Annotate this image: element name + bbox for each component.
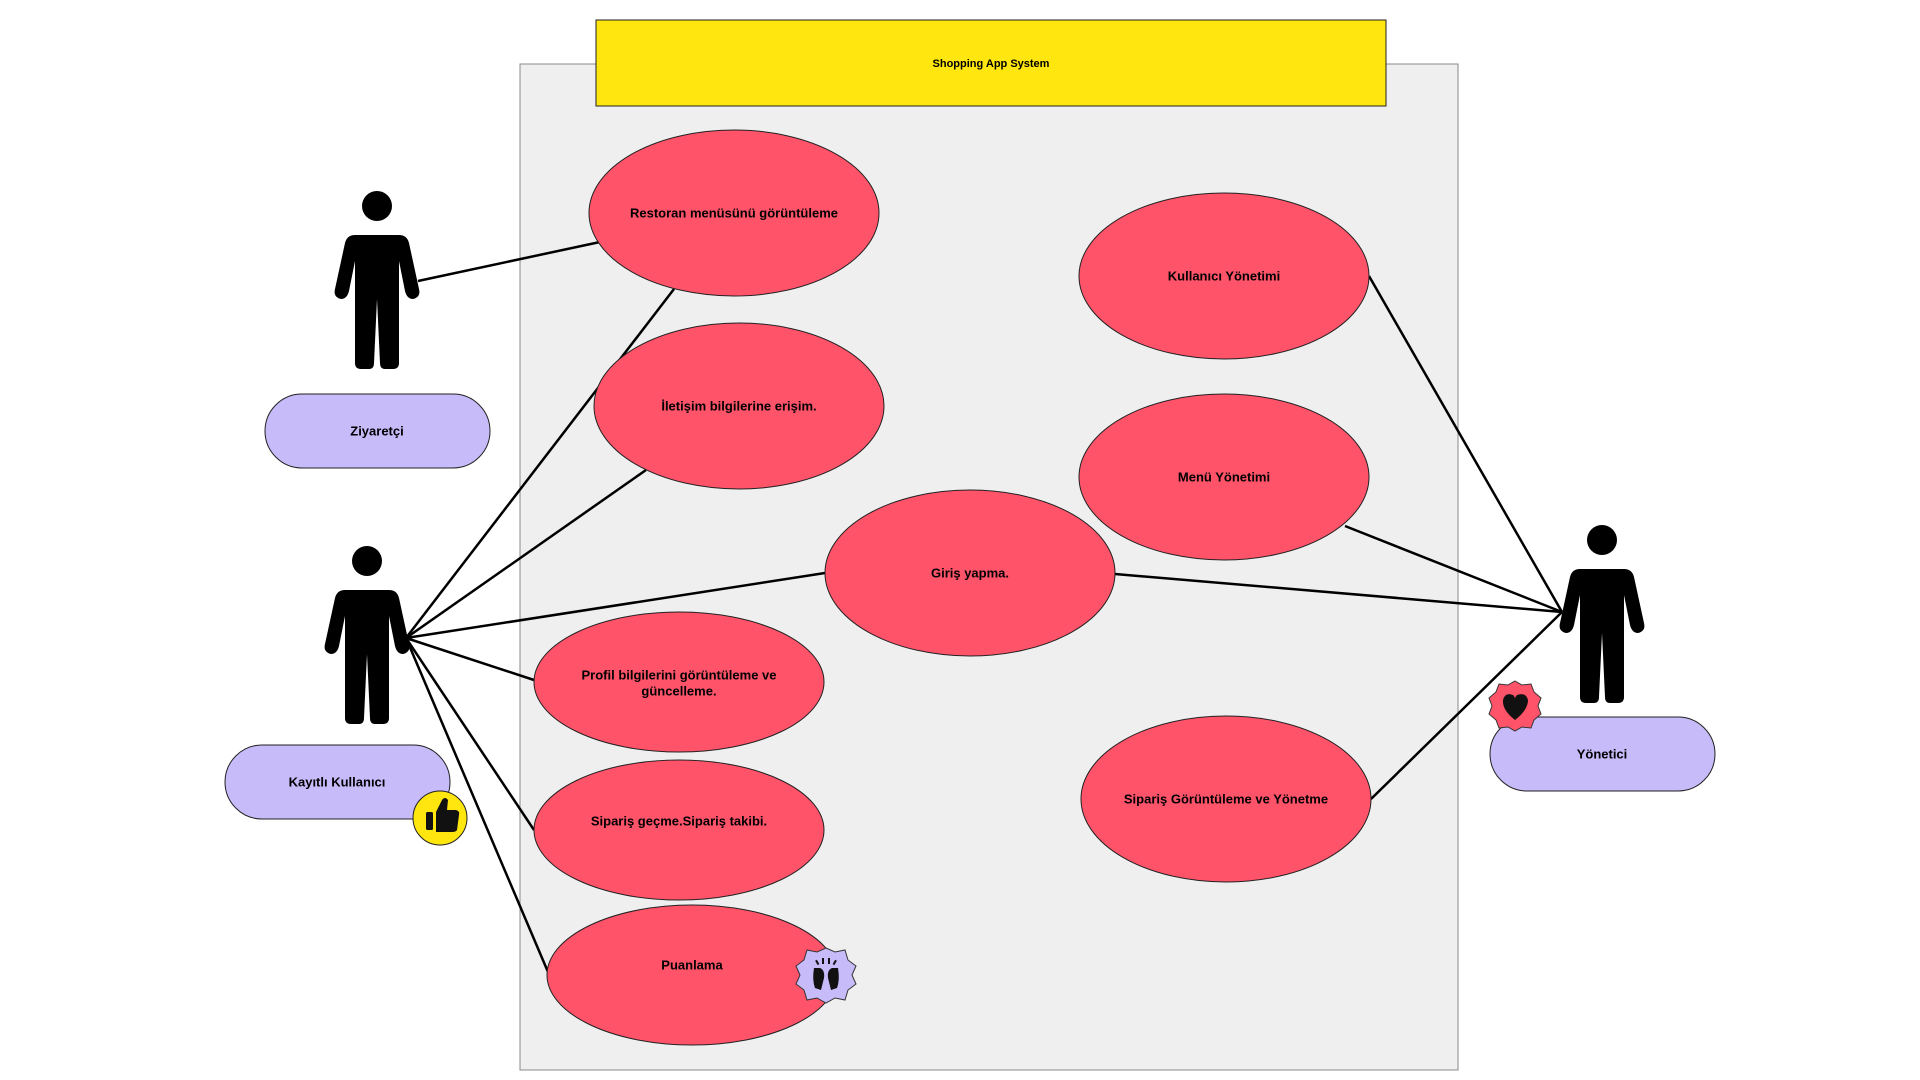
use-case-login[interactable]: Giriş yapma.: [824, 489, 1116, 657]
assoc-registered-rating: [404, 637, 550, 973]
svg-text:Restoran menüsünü görüntüleme: Restoran menüsünü görüntüleme: [630, 205, 838, 220]
system-title: Shopping App System: [933, 58, 1050, 70]
svg-text:Sipariş Görüntüleme ve Yönetme: Sipariş Görüntüleme ve Yönetme: [1124, 791, 1328, 806]
use-case-view-menu[interactable]: Restoran menüsünü görüntüleme: [588, 129, 880, 297]
use-case-rating[interactable]: Puanlama: [546, 904, 838, 1046]
assoc-admin-user-mgmt: [1367, 275, 1564, 613]
actor-visitor-figure: [334, 191, 420, 369]
svg-text:Kullanıcı Yönetimi: Kullanıcı Yönetimi: [1168, 268, 1280, 283]
actor-admin-label[interactable]: Yönetici: [1489, 716, 1716, 792]
heart-icon: [1488, 680, 1542, 732]
assoc-registered-login: [405, 571, 826, 640]
svg-text:İletişim bilgilerine erişim.: İletişim bilgilerine erişim.: [661, 398, 816, 413]
use-case-menu-mgmt[interactable]: Menü Yönetimi: [1078, 393, 1370, 561]
assoc-visitor-view-menu: [417, 240, 601, 283]
actor-visitor-label[interactable]: Ziyaretçi: [264, 393, 491, 469]
use-case-order-mgmt[interactable]: Sipariş Görüntüleme ve Yönetme: [1080, 715, 1372, 883]
assoc-registered-view-menu: [405, 288, 675, 639]
svg-text:Kayıtlı Kullanıcı: Kayıtlı Kullanıcı: [289, 774, 386, 789]
actor-registered-figure: [324, 546, 410, 724]
assoc-registered-profile: [405, 636, 535, 682]
assoc-admin-order-mgmt: [1370, 611, 1563, 800]
assoc-admin-login: [1114, 572, 1563, 614]
svg-text:Profil bilgilerini görüntüleme: Profil bilgilerini görüntüleme ve: [581, 667, 776, 682]
assoc-registered-contact: [405, 468, 647, 640]
actor-admin-figure: [1559, 525, 1645, 703]
use-case-user-mgmt[interactable]: Kullanıcı Yönetimi: [1078, 192, 1370, 360]
assoc-registered-order: [404, 637, 536, 831]
svg-text:Ziyaretçi: Ziyaretçi: [350, 423, 403, 438]
system-title-banner: Shopping App System: [595, 19, 1387, 107]
svg-text:Sipariş geçme.Sipariş takibi.: Sipariş geçme.Sipariş takibi.: [591, 813, 767, 828]
svg-text:Puanlama: Puanlama: [661, 957, 723, 972]
actor-registered-label[interactable]: Kayıtlı Kullanıcı: [224, 744, 451, 820]
use-case-order[interactable]: Sipariş geçme.Sipariş takibi.: [533, 759, 825, 901]
svg-text:güncelleme.: güncelleme.: [641, 683, 716, 698]
associations: [404, 240, 1564, 973]
svg-text:Giriş yapma.: Giriş yapma.: [931, 565, 1009, 580]
svg-text:Yönetici: Yönetici: [1577, 746, 1628, 761]
use-cases: Restoran menüsünü görüntüleme İletişim b…: [533, 129, 1372, 1046]
use-case-contact[interactable]: İletişim bilgilerine erişim.: [593, 322, 885, 490]
thumbs-up-icon: [412, 790, 468, 846]
svg-text:Menü Yönetimi: Menü Yönetimi: [1178, 469, 1270, 484]
assoc-admin-menu-mgmt: [1344, 524, 1563, 614]
raised-hands-icon: [795, 947, 857, 1004]
use-case-profile[interactable]: Profil bilgilerini görüntüleme ve güncel…: [533, 611, 825, 753]
